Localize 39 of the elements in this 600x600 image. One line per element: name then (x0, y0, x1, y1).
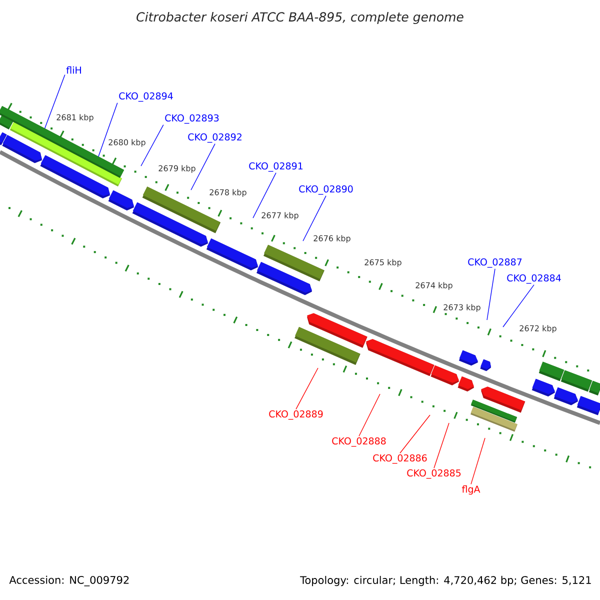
gene-label: CKO_02884 (507, 274, 561, 284)
leader-line (98, 102, 118, 157)
gene-label: CKO_02885 (407, 469, 461, 479)
leader-line (502, 284, 534, 328)
gene-label: fliH (66, 66, 81, 74)
scale-label: 2675 kbp (364, 259, 402, 267)
leader-line (400, 414, 430, 454)
scale-label: 2681 kbp (56, 114, 94, 122)
gene-label: CKO_02891 (249, 162, 303, 172)
gene-label: flgA (462, 485, 480, 495)
gene-label: CKO_02888 (332, 437, 386, 447)
gene-label: CKO_02887 (468, 258, 522, 268)
gene-label: CKO_02890 (299, 185, 353, 195)
gene-label: CKO_02894 (119, 92, 173, 102)
scale-label: 2674 kbp (416, 282, 452, 290)
leader-line (140, 124, 164, 166)
gene-label: CKO_02889 (269, 410, 323, 420)
leader-line (190, 144, 216, 190)
scale-label: 2672 kbp (520, 325, 556, 333)
leader-line (44, 74, 66, 129)
leader-line (302, 196, 326, 242)
gene-label: CKO_02886 (373, 454, 427, 464)
scale-label: 2679 kbp (158, 165, 196, 173)
footer-text: Topology: circular; Length: 4,720,462 bp; Genes: 5,121 (300, 576, 591, 586)
scale-label: 2676 kbp (314, 235, 350, 243)
scale-label: 2680 kbp (108, 139, 146, 147)
gene-label: CKO_02893 (165, 114, 219, 124)
footer-text: Accession: NC_009792 (9, 576, 129, 586)
leader-line (486, 268, 496, 320)
scale-label: 2673 kbp (444, 304, 480, 312)
title: Citrobacter koseri ATCC BAA-895, complete genome (136, 12, 464, 24)
scale-label: 2677 kbp (262, 212, 298, 220)
leader-line (252, 172, 276, 218)
gene-label: CKO_02892 (188, 133, 242, 143)
leader-line (470, 438, 486, 485)
leader-line (358, 394, 380, 436)
scale-label: 2678 kbp (210, 189, 246, 197)
leader-line (434, 422, 450, 468)
leader-line (296, 368, 318, 410)
